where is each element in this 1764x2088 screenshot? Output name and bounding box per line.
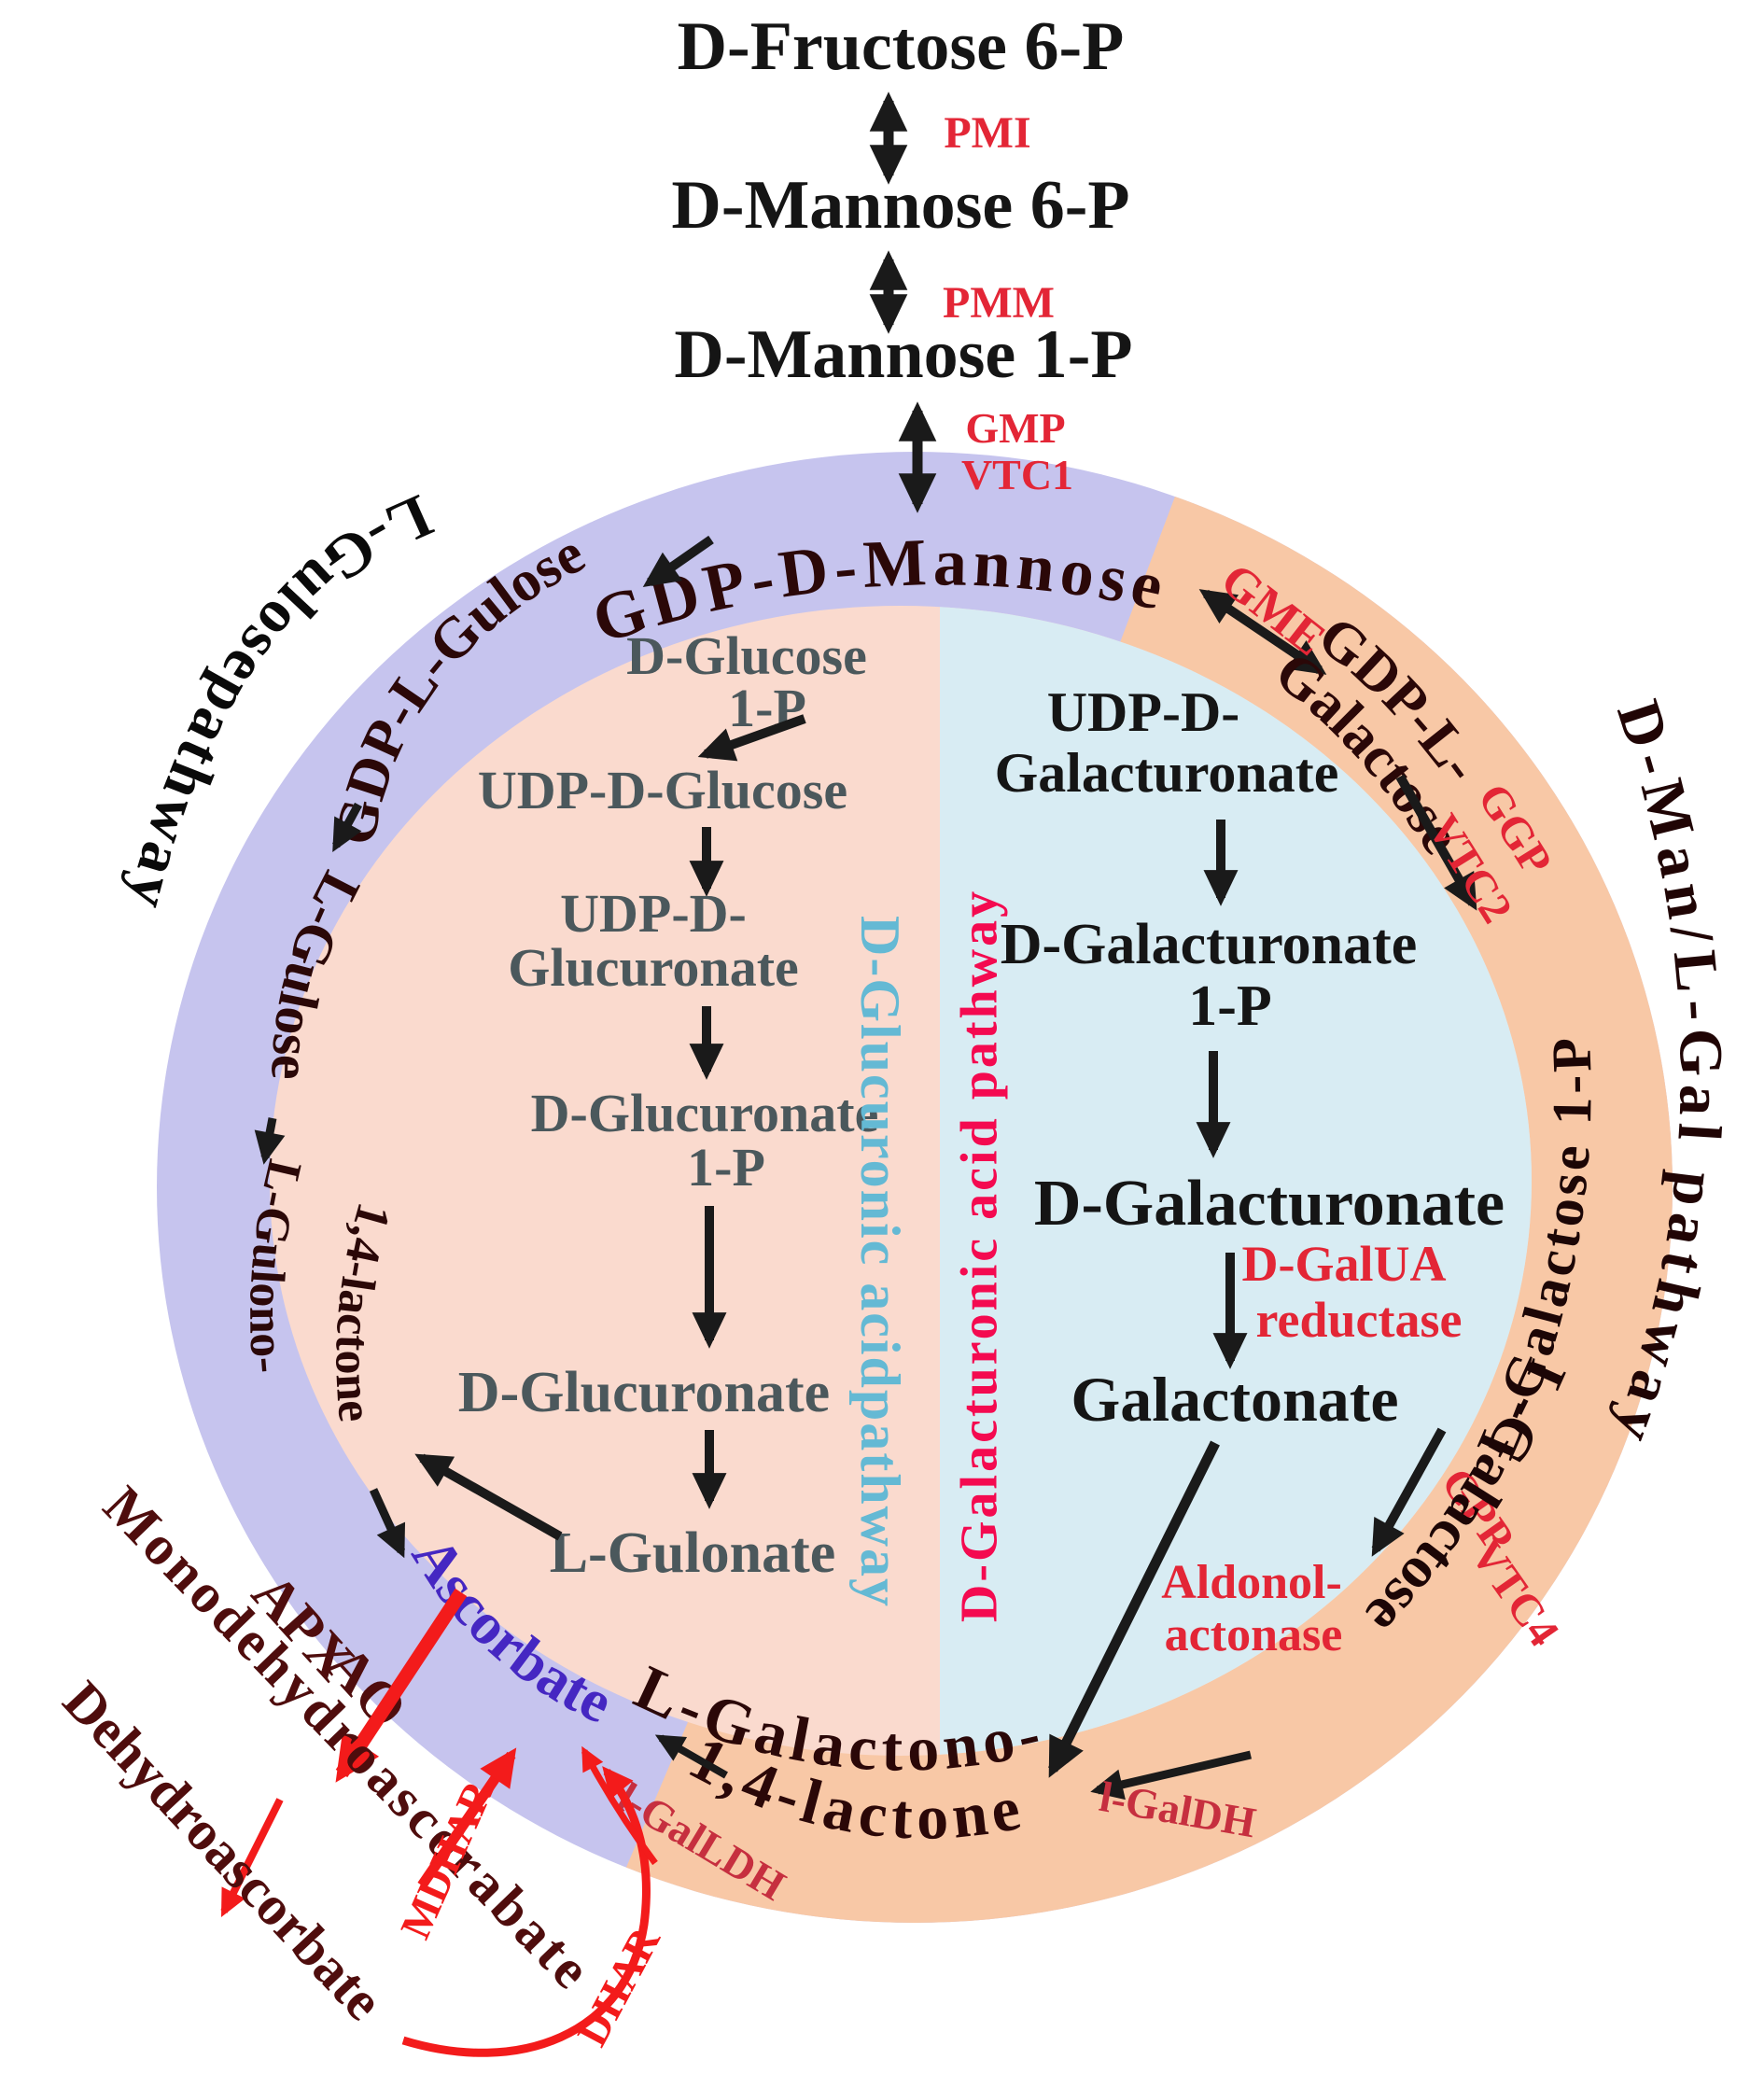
- node-d-galacturonate-1p-line1: D-Galacturonate: [1001, 913, 1418, 976]
- enzyme-vtc1: VTC1: [961, 451, 1073, 498]
- arrow-to-ascorbate: [369, 1488, 406, 1559]
- enzyme-gmp: GMP: [965, 404, 1065, 452]
- node-d-glucuronate-1p-line2: 1-P: [687, 1137, 765, 1198]
- node-udp-d-galacturonate-line1: UDP-D-: [1047, 681, 1240, 743]
- node-galactonate: Galactonate: [1071, 1364, 1398, 1435]
- arrow-mono-to-dehydro: [220, 1798, 284, 1918]
- node-udp-d-glucuronate-line2: Glucuronate: [508, 937, 799, 998]
- node-d-glucose: D-Glucose: [626, 625, 867, 686]
- label-galacturonic-pathway: D-Galacturonic acid pathway: [951, 889, 1009, 1622]
- arrow-dhar: [401, 1766, 651, 2057]
- node-d-glucuronate: D-Glucuronate: [458, 1361, 830, 1424]
- arrow-l-galldh: [581, 1745, 658, 1866]
- enzyme-pmm: PMM: [943, 278, 1055, 328]
- node-udp-d-glucuronate-line1: UDP-D-: [560, 883, 747, 944]
- enzyme-reductase: reductase: [1256, 1292, 1463, 1348]
- arrow-apx-ao: [335, 1588, 468, 1783]
- arrow-aldonolactonase: [1048, 1440, 1220, 1778]
- node-d-galacturonate: D-Galacturonate: [1034, 1168, 1505, 1240]
- label-glucuronic-pathway: D-Glucuronic acidpathway: [849, 916, 911, 1608]
- enzyme-pmi: PMI: [944, 108, 1030, 158]
- enzyme-aldonol: Aldonol-: [1161, 1556, 1342, 1609]
- arrow-to-l-gulono-lactone: [254, 1117, 286, 1165]
- node-udp-d-glucose: UDP-D-Glucose: [478, 760, 847, 820]
- inner-circle-blue: [940, 607, 1532, 1755]
- arrow-glucose-to-udp-glucose: [697, 714, 806, 762]
- enzyme-d-galua: D-GalUA: [1242, 1236, 1447, 1292]
- node-udp-d-galacturonate-line2: Galacturonate: [995, 742, 1339, 804]
- arrow-to-l-gulose: [332, 802, 362, 852]
- arrow-gme: [1198, 589, 1327, 675]
- node-d-fructose-6p: D-Fructose 6-P: [678, 8, 1125, 85]
- arrow-lactone-to-ascorbate: [654, 1734, 728, 1779]
- arrow-l-galdh: [1090, 1750, 1253, 1801]
- arrow-mdhar: [417, 1747, 517, 1889]
- node-d-mannose-1p: D-Mannose 1-P: [674, 316, 1132, 393]
- node-l-gulonate: L-Gulonate: [550, 1521, 836, 1585]
- enzyme-actonase: actonase: [1165, 1608, 1343, 1661]
- node-d-mannose-6p: D-Mannose 6-P: [671, 167, 1129, 244]
- arrow-ggp-vtc2: [1395, 774, 1477, 911]
- node-d-galacturonate-1p-line2: 1-P: [1188, 974, 1272, 1038]
- node-d-glucuronate-1p-line1: D-Glucuronate: [531, 1083, 879, 1143]
- arrow-mannose-to-gulose: [642, 535, 714, 588]
- arrow-gpp-vtc4: [1371, 1427, 1447, 1557]
- arrow-gulonate-to-gulono-lactone: [414, 1453, 563, 1541]
